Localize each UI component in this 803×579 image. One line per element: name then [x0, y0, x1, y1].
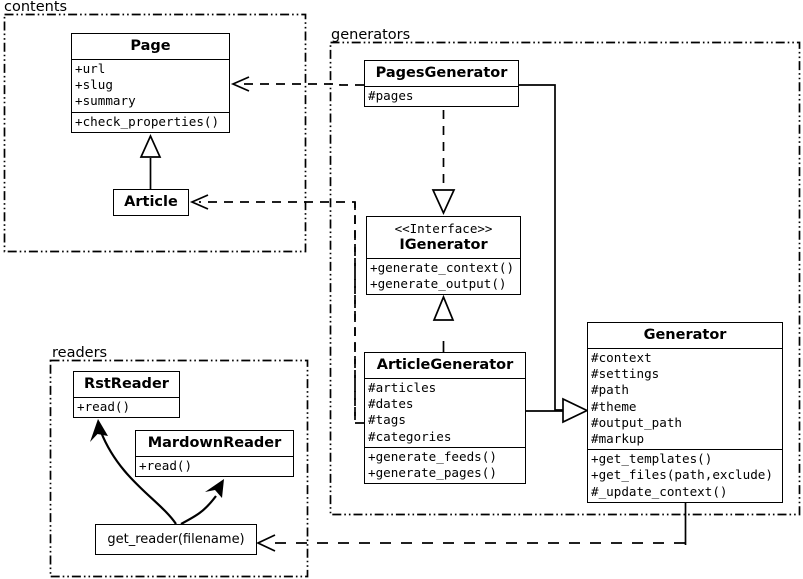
divider — [72, 59, 229, 60]
divider — [588, 348, 782, 349]
divider — [72, 111, 229, 113]
edge-articlegenerator-extends-generator — [526, 397, 589, 424]
method: +generate_context() — [370, 260, 515, 275]
class-rst-reader-methods: +read() — [74, 398, 179, 417]
class-mardown-reader-name: MardownReader — [147, 435, 282, 451]
class-rst-reader-name: RstReader — [84, 376, 169, 392]
divider — [136, 456, 293, 457]
edge-pagesgenerator-uses-page — [230, 76, 364, 92]
class-igenerator-name: <<Interface>> IGenerator — [367, 217, 520, 258]
method: +generate_feeds() — [368, 448, 497, 464]
class-generator-methods: +get_templates() +get_files(path,exclude… — [588, 450, 782, 502]
attribute: #categories — [368, 428, 452, 444]
edge-article-inherits-page — [139, 133, 162, 189]
class-article[interactable]: Article — [113, 189, 189, 216]
method: +read() — [139, 458, 193, 473]
attribute: #tags — [368, 412, 406, 428]
class-page[interactable]: Page +url +slug +summary +check_properti… — [71, 33, 230, 133]
attribute: +summary — [75, 93, 136, 109]
method: +get_templates() — [591, 451, 713, 467]
class-article-name: Article — [124, 194, 178, 210]
class-igenerator-stereotype: <<Interface>> — [394, 221, 493, 236]
divider — [74, 397, 179, 398]
edge-generator-uses-get-reader — [256, 502, 687, 552]
divider — [367, 258, 520, 259]
class-pages-generator-name: PagesGenerator — [375, 65, 508, 81]
package-label-contents: contents — [4, 0, 68, 15]
class-igenerator-label: IGenerator — [399, 237, 488, 253]
edge-articlegenerator-uses-article — [189, 194, 364, 424]
attribute: #output_path — [591, 414, 682, 430]
class-rst-reader[interactable]: RstReader +read() — [73, 371, 180, 419]
edge-pagesgenerator-implements-igenerator — [431, 110, 456, 216]
attribute: #path — [591, 382, 629, 398]
attribute: +slug — [75, 77, 113, 93]
class-pages-generator-attributes: #pages — [365, 87, 518, 106]
class-article-generator-attributes: #articles #dates #tags #categories — [365, 379, 525, 447]
divider — [365, 86, 518, 87]
class-page-attributes: +url +slug +summary — [72, 60, 229, 112]
class-generator[interactable]: Generator #context #settings #path #them… — [587, 322, 783, 503]
class-page-methods: +check_properties() — [72, 113, 229, 132]
edge-articlegenerator-implements-igenerator — [432, 294, 455, 352]
class-generator-attributes: #context #settings #path #theme #output_… — [588, 349, 782, 449]
class-igenerator[interactable]: <<Interface>> IGenerator +generate_conte… — [366, 216, 521, 296]
function-get-reader-label: get_reader(filename) — [107, 532, 245, 547]
package-label-generators: generators — [331, 27, 411, 43]
attribute: #settings — [591, 366, 660, 382]
class-igenerator-methods: +generate_context() +generate_output() — [367, 259, 520, 294]
attribute: +url — [75, 61, 106, 76]
class-article-generator-name: ArticleGenerator — [376, 357, 514, 373]
method: +get_files(path,exclude) — [591, 467, 773, 483]
attribute: #articles — [368, 380, 437, 395]
class-article-generator[interactable]: ArticleGenerator #articles #dates #tags … — [364, 352, 526, 485]
method: +check_properties() — [75, 113, 220, 129]
class-article-generator-methods: +generate_feeds() +generate_pages() — [365, 448, 525, 483]
class-generator-name: Generator — [643, 327, 727, 343]
method: +generate_output() — [370, 276, 507, 292]
method: +generate_pages() — [368, 465, 497, 481]
edge-get-reader-creates-mardownreader — [180, 479, 224, 525]
attribute: #pages — [368, 88, 414, 103]
attribute: #markup — [591, 431, 645, 447]
function-get-reader[interactable]: get_reader(filename) — [95, 524, 257, 555]
attribute: #dates — [368, 396, 414, 412]
class-page-name: Page — [130, 38, 171, 54]
divider — [365, 378, 525, 379]
class-mardown-reader[interactable]: MardownReader +read() — [135, 430, 294, 478]
attribute: #context — [591, 350, 652, 365]
divider — [365, 446, 525, 448]
method: +read() — [77, 399, 131, 414]
class-pages-generator[interactable]: PagesGenerator #pages — [364, 60, 519, 108]
class-mardown-reader-methods: +read() — [136, 457, 293, 476]
method: #_update_context() — [591, 483, 728, 499]
attribute: #theme — [591, 398, 637, 414]
divider — [588, 449, 782, 451]
package-label-readers: readers — [52, 345, 108, 361]
